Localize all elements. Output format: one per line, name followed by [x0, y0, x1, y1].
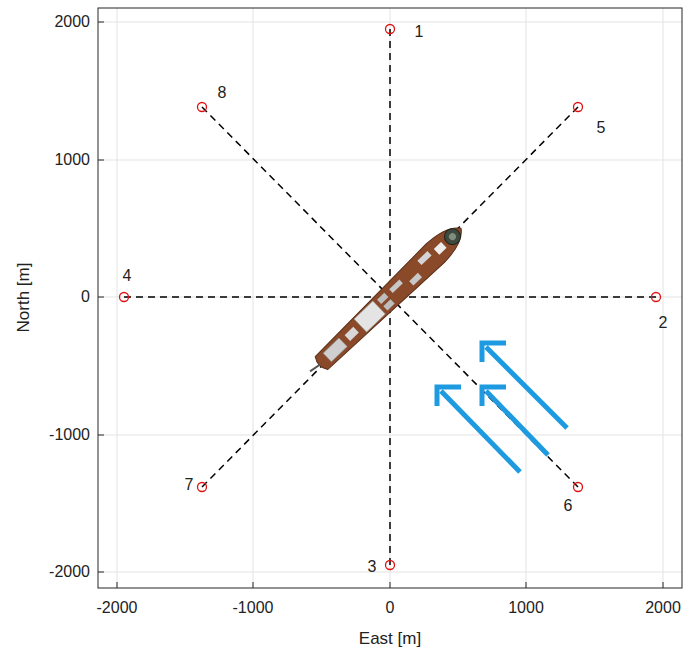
anchor-markers — [120, 25, 661, 570]
callout-number: 8 — [218, 85, 227, 101]
plot-area — [98, 8, 682, 588]
tick-label: 1000 — [54, 152, 90, 168]
tick-label: -2000 — [49, 564, 90, 580]
callout-number: 3 — [368, 559, 377, 575]
tick-label: 0 — [386, 600, 395, 616]
callout-number: 2 — [659, 315, 668, 331]
axis-title: North [m] — [16, 262, 33, 332]
axes-box — [98, 8, 682, 588]
current-arrows — [437, 343, 567, 472]
tick-label: -2000 — [97, 600, 138, 616]
callout-number: 4 — [123, 268, 132, 284]
callout-number: 6 — [564, 498, 573, 514]
callout-number: 1 — [415, 24, 424, 40]
ticks — [98, 22, 663, 588]
tick-label: -1000 — [49, 427, 90, 443]
tick-label: -1000 — [233, 600, 274, 616]
tick-label: 0 — [81, 289, 90, 305]
callout-number: 5 — [597, 120, 606, 136]
mooring-lines — [124, 29, 656, 565]
tick-label: 1000 — [508, 600, 544, 616]
tick-label: 2000 — [645, 600, 681, 616]
callout-number: 7 — [185, 477, 194, 493]
tick-label: 2000 — [54, 14, 90, 30]
grid — [98, 8, 682, 588]
ship — [302, 219, 470, 382]
axis-title: East [m] — [359, 630, 421, 647]
